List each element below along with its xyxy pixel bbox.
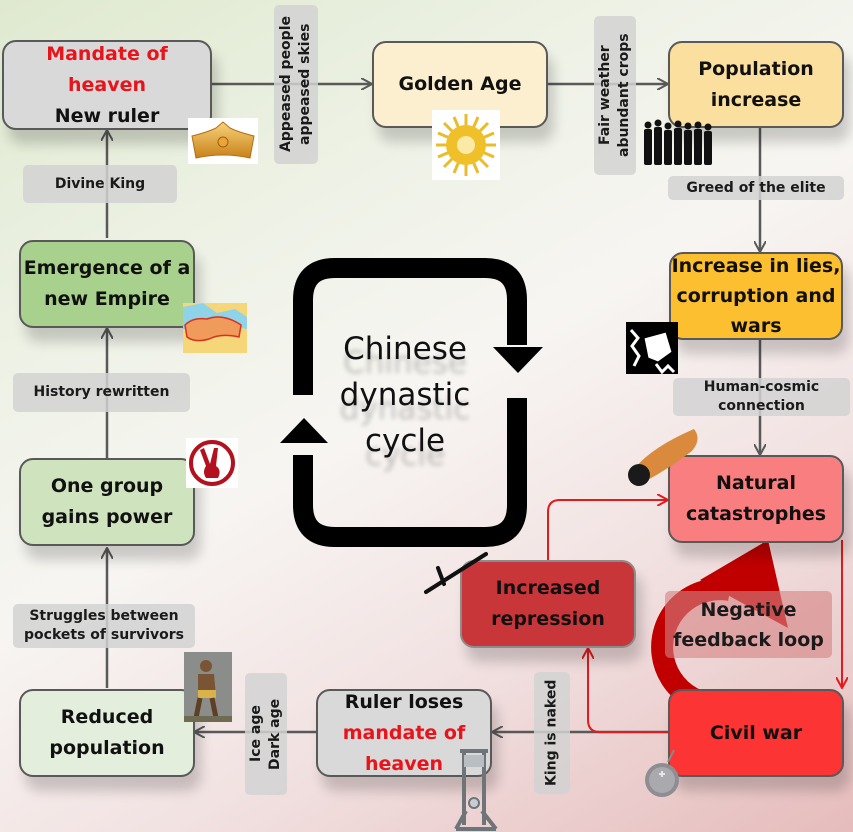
label-greed-text: Greed of the elite [686,179,826,196]
label-fair-weather-line2: abundant crops [616,33,632,158]
empire-map-icon [183,303,247,353]
node-one-group-line2: gains power [41,506,173,528]
label-human-cosmic-line2: connection [718,398,805,414]
label-fair-weather: Fair weather abundant crops [594,16,636,175]
label-negative-feedback: Negative feedback loop [665,591,832,658]
node-ruler-line1: Ruler loses [344,690,464,713]
victory-sign-icon [186,438,238,488]
node-new-empire: Emergence of a new Empire [19,240,195,328]
label-ice-dark-age: Ice age Dark age [245,673,287,795]
label-feedback-line1: Negative [700,598,797,621]
node-civil-war: Civil war [668,689,844,777]
node-repression-line1: Increased [495,577,601,599]
node-natural-catastrophes: Natural catastrophes [668,455,844,543]
title-line1: Chinese [343,331,467,367]
node-empire-line2: new Empire [44,288,170,310]
label-struggles: Struggles between pockets of survivors [13,604,195,648]
node-lies-line2: corruption and [676,285,836,307]
bomb-icon [645,749,679,797]
sun-icon [432,110,500,180]
node-one-group-gains-power: One group gains power [19,458,195,546]
node-lies-line1: Increase in lies, [671,255,841,277]
node-population-increase: Population increase [668,41,844,128]
node-repression-line2: repression [491,608,605,630]
label-feedback-line2: feedback loop [673,628,824,651]
label-human-cosmic-line1: Human-cosmic [703,379,820,395]
link-repression-catastrophes [547,500,668,560]
label-greed-of-elite: Greed of the elite [668,176,844,200]
node-ruler-line2: mandate of [342,721,466,744]
label-ice-age-line2: Dark age [267,698,283,770]
label-divine-king: Divine King [23,165,177,203]
node-golden-age-text: Golden Age [398,73,522,95]
node-reduced-line1: Reduced [60,706,154,728]
crown-icon [188,118,258,164]
cycle-arrowhead-down [493,347,543,373]
label-divine-king-text: Divine King [54,175,146,192]
title-line3: cycle [364,423,446,459]
label-ice-age-line1: Ice age [248,705,264,763]
cycle-arrowhead-up [280,418,328,443]
label-appeased-line1: Appeased people [278,16,294,153]
link-civilwar-repression [588,648,668,733]
label-king-naked-text: King is naked [543,679,560,787]
fist-icon [626,322,678,374]
label-appeased-line2: appeased skies [297,23,313,146]
label-appeased: Appeased people appeased skies [274,5,318,164]
node-mandate-line1: Mandate of [46,42,168,65]
baton-icon [424,552,488,594]
node-population-line2: increase [710,88,802,111]
node-one-group-line1: One group [50,475,164,497]
label-history-text: History rewritten [33,384,170,400]
label-history-rewritten: History rewritten [13,373,190,412]
meteor-icon [628,429,698,486]
node-mandate-line2: heaven [67,73,147,96]
node-reduced-population: Reduced population [19,689,195,777]
crowd-icon [644,119,712,165]
node-population-line1: Population [698,57,814,80]
label-fair-weather-line1: Fair weather [597,45,613,146]
node-mandate-line3: New ruler [54,104,160,127]
node-catastrophes-line2: catastrophes [685,503,827,525]
cycle-arrows-icon [293,258,527,547]
label-king-is-naked: King is naked [534,672,570,794]
node-civil-war-text: Civil war [709,721,803,744]
title-line2: dynastic [339,377,471,413]
node-empire-line1: Emergence of a [23,257,191,279]
node-mandate-of-heaven: Mandate of heaven New ruler [2,40,212,130]
guillotine-icon [454,749,498,831]
node-lies-line3: wars [730,315,782,337]
node-catastrophes-line1: Natural [715,472,797,494]
node-lies-corruption-wars: Increase in lies, corruption and wars [669,252,843,340]
label-struggles-line1: Struggles between [29,608,179,624]
diagram-title: Chinese dynastic cycle [310,326,500,464]
label-human-cosmic: Human-cosmic connection [673,378,850,416]
node-increased-repression: Increased repression [460,560,636,648]
node-ruler-line3: heaven [364,752,444,775]
caveman-icon [184,652,232,722]
node-reduced-line2: population [49,737,165,759]
label-struggles-line2: pockets of survivors [24,627,184,643]
